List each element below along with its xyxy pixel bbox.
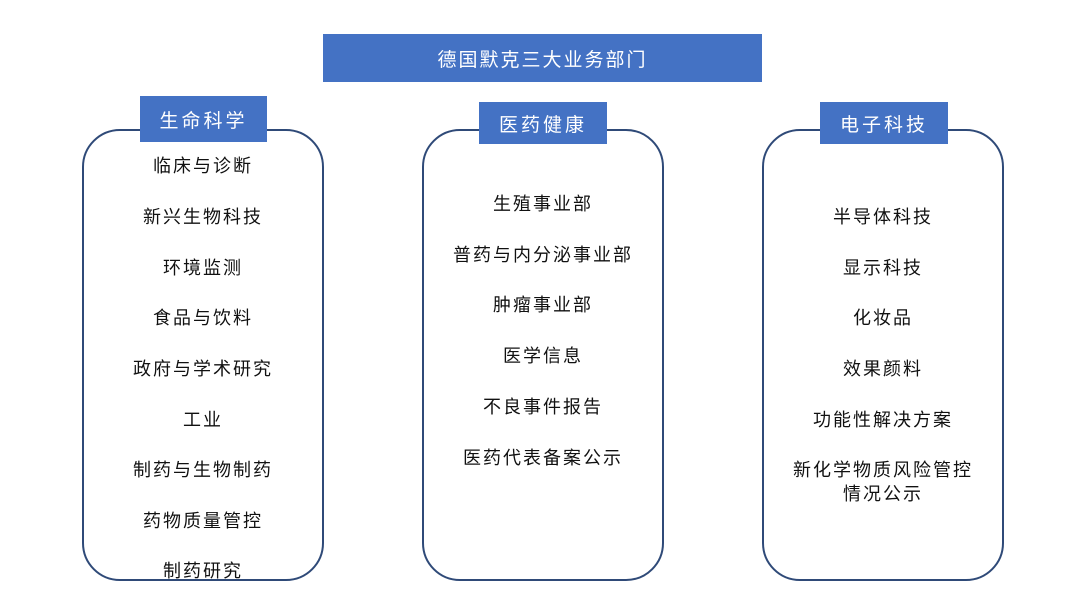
department-item: 食品与饮料	[153, 308, 253, 329]
department-item: 医学信息	[503, 346, 583, 367]
department-item: 医药代表备案公示	[463, 448, 623, 469]
department-item: 新化学物质风险管控 情况公示	[793, 460, 973, 505]
department-item: 药物质量管控	[143, 511, 263, 532]
department-label-electronics: 电子科技	[820, 102, 948, 144]
department-item: 工业	[183, 410, 223, 431]
department-item: 新兴生物科技	[143, 207, 263, 228]
department-panel-life-science: 临床与诊断 新兴生物科技 环境监测 食品与饮料 政府与学术研究 工业 制药与生物…	[82, 129, 324, 582]
department-item: 政府与学术研究	[133, 359, 273, 380]
department-label-life-science: 生命科学	[140, 96, 267, 142]
department-item: 普药与内分泌事业部	[453, 245, 633, 266]
department-item: 肿瘤事业部	[493, 295, 593, 316]
department-panel-healthcare: 生殖事业部 普药与内分泌事业部 肿瘤事业部 医学信息 不良事件报告 医药代表备案…	[422, 129, 664, 581]
department-item: 制药与生物制药	[133, 460, 273, 481]
department-item: 环境监测	[163, 258, 243, 279]
department-item: 功能性解决方案	[813, 410, 953, 431]
department-item: 不良事件报告	[483, 397, 603, 418]
department-item: 生殖事业部	[493, 194, 593, 215]
diagram-title: 德国默克三大业务部门	[323, 34, 762, 82]
department-item: 效果颜料	[843, 359, 923, 380]
department-item: 制药研究	[163, 561, 243, 582]
department-item: 显示科技	[843, 258, 923, 279]
department-panel-electronics: 半导体科技 显示科技 化妆品 效果颜料 功能性解决方案 新化学物质风险管控 情况…	[762, 129, 1004, 581]
department-item: 临床与诊断	[153, 156, 253, 177]
department-item: 化妆品	[853, 308, 913, 329]
department-label-healthcare: 医药健康	[479, 102, 607, 144]
department-item: 半导体科技	[833, 207, 933, 228]
